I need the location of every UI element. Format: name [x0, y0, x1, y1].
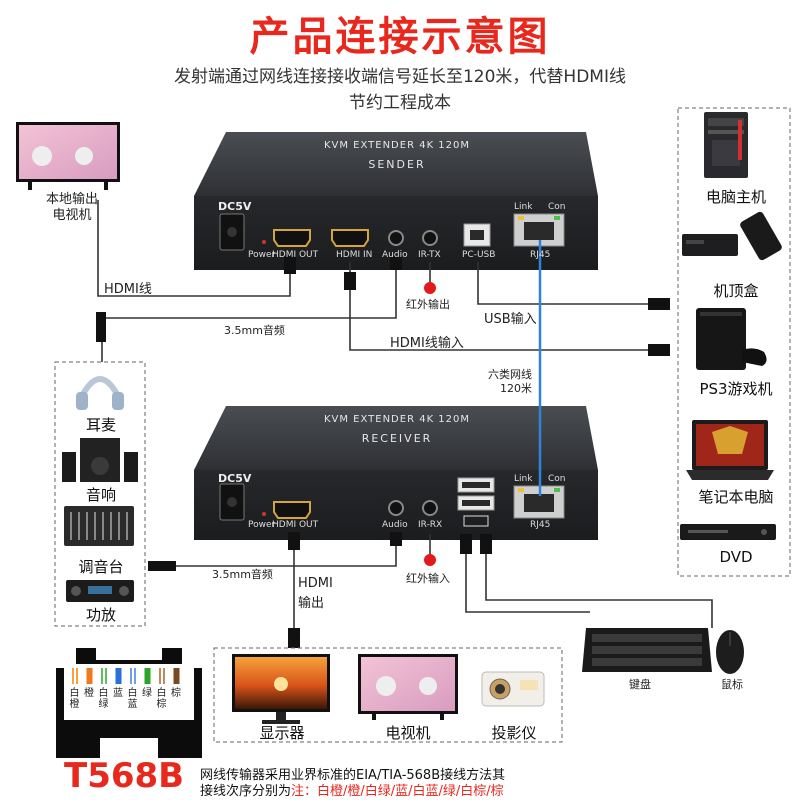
receiver-rj45-label: RJ45 — [530, 520, 551, 530]
subtitle-line-2: 节约工程成本 — [349, 93, 451, 113]
display-panel — [213, 647, 563, 743]
source-label-dvd: DVD — [719, 548, 753, 566]
audio-top-label: 3.5mm音频 — [224, 324, 285, 337]
t568b-wire-label-3: 白绿 — [98, 688, 109, 710]
audio-label-speaker: 音响 — [85, 486, 116, 504]
t568b-connector-icon — [56, 648, 202, 758]
display-label-monitor: 显示器 — [259, 724, 305, 742]
mouse-label: 鼠标 — [721, 678, 743, 691]
footer-line-2-sequence: 注：白橙/橙/白绿/蓝/白蓝/绿/白棕/棕 — [291, 784, 504, 799]
cat6-label-1: 六类网线 — [488, 368, 532, 381]
source-label-ps3: PS3游戏机 — [699, 380, 773, 398]
receiver-audio-label: Audio — [382, 520, 408, 530]
ir-in-label: 红外输入 — [406, 572, 450, 585]
source-label-settop: 机顶盒 — [713, 282, 759, 300]
projector-icon — [481, 671, 545, 707]
receiver-model-line: KVM EXTENDER 4K 120M — [323, 414, 471, 425]
t568b-wire-colors — [72, 668, 180, 684]
t568b-wire-stripe-7 — [161, 668, 163, 684]
t568b-wire-label-7: 白棕 — [156, 688, 167, 710]
sender-hdmi-in-label: HDMI IN — [336, 250, 373, 260]
amplifier-icon — [66, 580, 134, 602]
audio-panel — [54, 361, 146, 627]
cat6-label-2: 120米 — [500, 382, 532, 395]
sender-rj45-label: RJ45 — [530, 250, 551, 260]
hdmi-in-cable-label: HDMI线输入 — [390, 336, 464, 351]
sender-hdmi-out-label: HDMI OUT — [272, 250, 319, 260]
source-label-laptop: 笔记本电脑 — [698, 488, 774, 506]
t568b-wire-4 — [115, 668, 122, 684]
keyboard-label: 键盘 — [629, 678, 651, 691]
footer-line-2-prefix: 接线次序分别为 — [200, 784, 292, 799]
receiver-box — [194, 406, 598, 540]
dvd-icon — [680, 524, 776, 540]
t568b-wire-label-4: 蓝 — [113, 688, 123, 699]
tv-icon — [358, 654, 458, 720]
t568b-wire-stripe-1 — [74, 668, 76, 684]
subtitle-line-1: 发射端通过网线连接接收端信号延长至120米，代替HDMI线 — [173, 67, 626, 87]
sender-pcusb-label: PC-USB — [462, 250, 496, 260]
hdmi-out-label-1: HDMI — [298, 576, 333, 591]
sender-box — [194, 132, 598, 270]
t568b-wire-label-2: 橙 — [84, 688, 94, 699]
page-title: 产品连接示意图 — [249, 14, 551, 60]
keyboard-icon — [582, 628, 712, 672]
hdmi-cable-label: HDMI线 — [104, 282, 152, 297]
footer-line-1: 网线传输器采用业界标准的EIA/TIA-568B接线方法其 — [200, 768, 506, 783]
audio-label-mixer: 调音台 — [78, 558, 124, 576]
receiver-hdmi-out-label: HDMI OUT — [272, 520, 319, 530]
footer-line-2: 接线次序分别为注：白橙/橙/白绿/蓝/白蓝/绿/白棕/棕 — [200, 780, 504, 799]
ir-out-label: 红外输出 — [406, 298, 450, 311]
sender-audio-label: Audio — [382, 250, 408, 260]
receiver-dc-label: DC5V — [218, 472, 252, 485]
source-panel — [677, 107, 791, 577]
t568b-wire-stripe-5 — [132, 668, 134, 684]
sender-power-label: Power — [248, 250, 276, 260]
audio-label-amplifier: 功放 — [85, 606, 116, 624]
t568b-wire-6 — [144, 668, 151, 684]
ps3-icon — [696, 308, 767, 370]
display-label-tv: 电视机 — [385, 724, 431, 742]
t568b-title: T568B — [64, 756, 185, 796]
speakers-icon — [62, 438, 138, 482]
receiver-link-label: Link — [514, 474, 533, 484]
audio-bottom-label: 3.5mm音频 — [212, 568, 273, 581]
receiver-power-label: Power — [248, 520, 276, 530]
receiver-con-label: Con — [548, 474, 566, 484]
sender-dc-label: DC5V — [218, 200, 252, 213]
monitor-icon — [232, 654, 330, 724]
display-label-projector: 投影仪 — [491, 724, 537, 742]
laptop-icon — [686, 420, 774, 480]
headphones-icon — [76, 376, 124, 410]
pc-tower-icon — [704, 112, 748, 178]
receiver-role-line: RECEIVER — [361, 432, 433, 445]
local-tv-label-1: 本地输出 — [45, 192, 98, 207]
hdmi-out-label-2: 输出 — [298, 596, 325, 611]
t568b-wire-label-1: 白橙 — [69, 688, 80, 710]
mouse-icon — [716, 630, 744, 674]
sender-irtx-label: IR-TX — [418, 250, 441, 260]
audio-label-headset: 耳麦 — [85, 416, 116, 434]
mixer-icon — [64, 506, 134, 546]
local-tv-label-2: 电视机 — [52, 208, 92, 223]
t568b-wire-stripe-3 — [103, 668, 105, 684]
sender-model-line: KVM EXTENDER 4K 120M — [323, 140, 471, 151]
t568b-wire-label-8: 棕 — [171, 688, 181, 699]
local-tv-icon — [16, 122, 120, 190]
t568b-wire-label-5: 白蓝 — [127, 688, 138, 710]
sender-role-line: SENDER — [368, 158, 426, 171]
receiver-irrx-label: IR-RX — [418, 520, 443, 530]
sender-con-label: Con — [548, 202, 566, 212]
source-label-pc: 电脑主机 — [705, 188, 766, 206]
t568b-wire-8 — [173, 668, 180, 684]
t568b-wire-2 — [86, 668, 93, 684]
sender-link-label: Link — [514, 202, 533, 212]
usb-in-label: USB输入 — [484, 312, 537, 327]
t568b-wire-label-6: 绿 — [142, 688, 152, 699]
settop-box-icon — [682, 211, 782, 261]
